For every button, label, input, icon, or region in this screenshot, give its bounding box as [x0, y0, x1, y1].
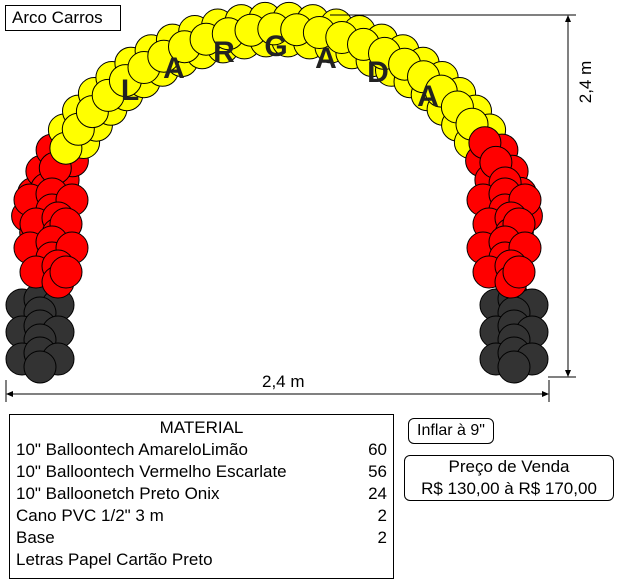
diagram-title: Arco Carros	[5, 5, 121, 31]
material-item-qty: 24	[368, 484, 387, 503]
arch-letter: L	[121, 74, 139, 107]
price-box: Preço de Venda R$ 130,00 à R$ 170,00	[404, 455, 614, 501]
height-arrow-top	[565, 15, 571, 22]
material-item-name: Cano PVC 1/2" 3 m	[16, 506, 164, 525]
arch-letter: A	[163, 52, 185, 85]
material-item: 10" Balloontech Vermelho Escarlate 56	[10, 461, 393, 483]
material-item-name: 10" Balloonetch Preto Onix	[16, 484, 220, 503]
material-item: 10" Balloontech AmareloLimão 60	[10, 439, 393, 461]
material-item-qty: 2	[377, 506, 387, 525]
material-list: MATERIAL 10" Balloontech AmareloLimão 60…	[9, 414, 394, 579]
material-item-name: 10" Balloontech AmareloLimão	[16, 440, 248, 459]
material-heading: MATERIAL	[159, 418, 244, 437]
black-balloon	[497, 350, 531, 384]
inflate-note: Inflar à 9"	[408, 418, 494, 444]
arch-letter: A	[417, 80, 439, 113]
material-item: 10" Balloonetch Preto Onix 24	[10, 483, 393, 505]
material-item-name: Base	[16, 528, 55, 547]
arch-letter: D	[367, 56, 389, 89]
dimension-lines	[5, 14, 576, 402]
width-label: 2,4 m	[262, 372, 305, 391]
red-balloon	[49, 255, 83, 289]
material-item-qty: 60	[368, 440, 387, 459]
arch-letter: R	[213, 36, 235, 69]
material-item: Base 2	[10, 527, 393, 549]
black-balloon	[23, 350, 57, 384]
material-item-qty: 2	[377, 528, 387, 547]
material-item-qty: 56	[368, 462, 387, 481]
height-arrow-bottom	[565, 370, 571, 377]
material-item-name: Letras Papel Cartão Preto	[16, 550, 213, 569]
balloon-arch	[5, 1, 549, 384]
width-arrow-left	[6, 391, 13, 397]
price-label: Preço de Venda	[448, 457, 570, 476]
arch-letter: G	[264, 30, 287, 63]
arch-letter: A	[315, 42, 337, 75]
red-balloon	[502, 255, 536, 289]
material-item-name: 10" Balloontech Vermelho Escarlate	[16, 462, 287, 481]
material-item: Cano PVC 1/2" 3 m 2	[10, 505, 393, 527]
material-item: Letras Papel Cartão Preto	[10, 549, 393, 571]
width-arrow-right	[542, 391, 549, 397]
height-label: 2,4 m	[576, 60, 595, 104]
price-range: R$ 130,00 à R$ 170,00	[421, 479, 597, 498]
